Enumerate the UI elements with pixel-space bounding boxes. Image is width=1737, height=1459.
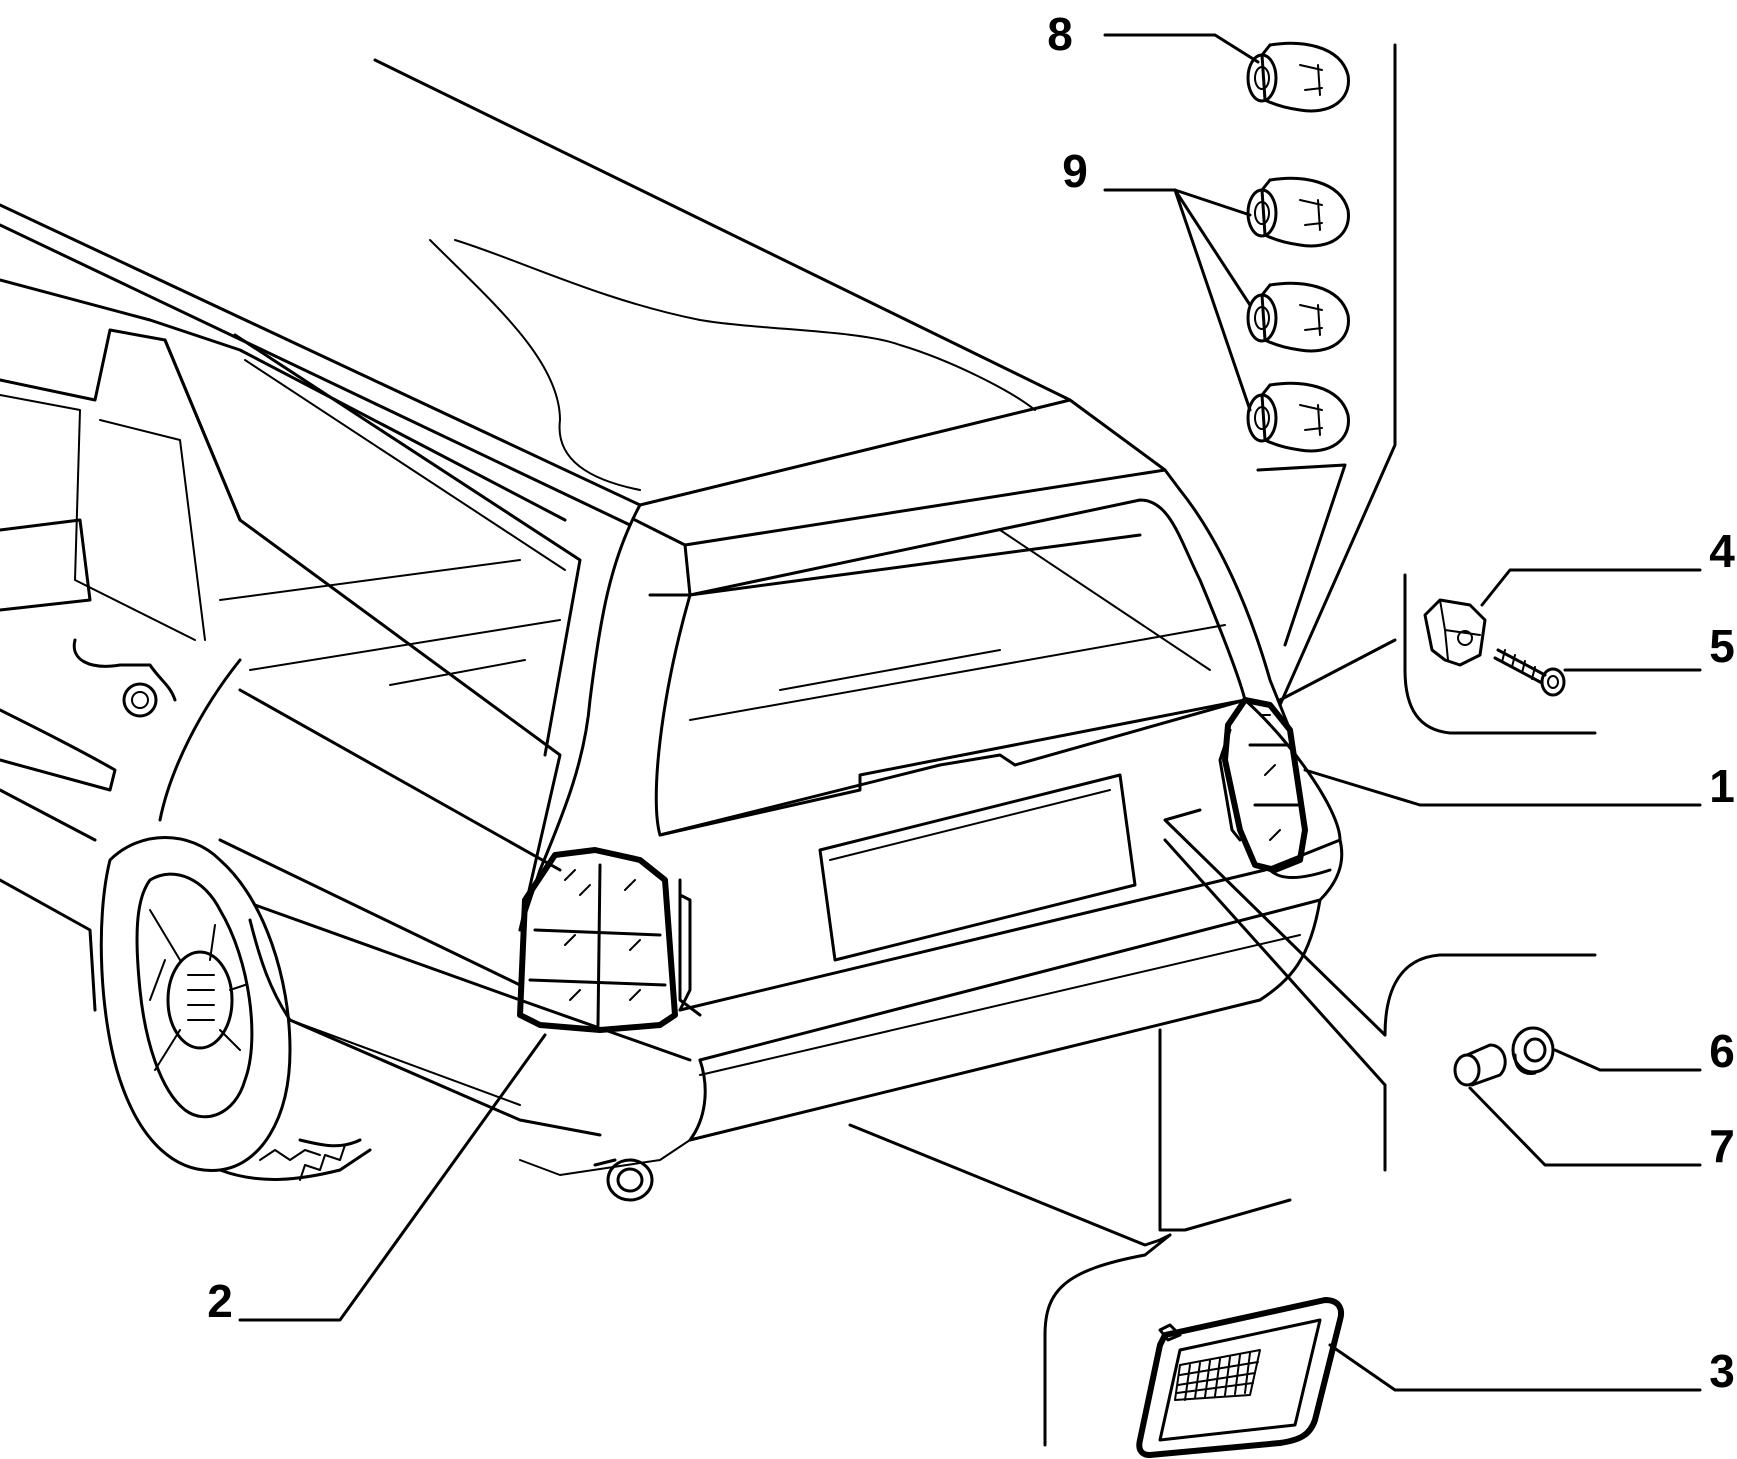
callout-4: 4 — [1709, 525, 1735, 577]
right-tail-lamp — [1218, 697, 1308, 873]
side-marker-lamp-3-icon — [1136, 1297, 1345, 1458]
left-tail-lamp — [517, 847, 692, 1033]
screw-5-icon — [1493, 648, 1566, 697]
bulb-9-c-icon — [1246, 381, 1350, 453]
clip-4-icon — [1423, 598, 1487, 667]
leader-lines — [238, 33, 1702, 1447]
car-body-illustration — [0, 58, 1344, 1202]
callout-7: 7 — [1709, 1120, 1735, 1172]
grommet-6-icon — [1511, 1026, 1555, 1075]
callout-2: 2 — [207, 1275, 233, 1327]
callout-numbers: 8 9 4 5 1 6 7 3 2 — [207, 8, 1735, 1397]
callout-9: 9 — [1062, 145, 1088, 197]
bulb-9-a-icon — [1246, 176, 1350, 248]
bulb-9-b-icon — [1246, 281, 1350, 353]
callout-8: 8 — [1047, 8, 1073, 60]
bulb-8-icon — [1246, 41, 1350, 113]
callout-3: 3 — [1709, 1345, 1735, 1397]
callout-5: 5 — [1709, 620, 1735, 672]
pin-7-icon — [1453, 1043, 1507, 1087]
callout-1: 1 — [1709, 760, 1735, 812]
callout-6: 6 — [1709, 1025, 1735, 1077]
